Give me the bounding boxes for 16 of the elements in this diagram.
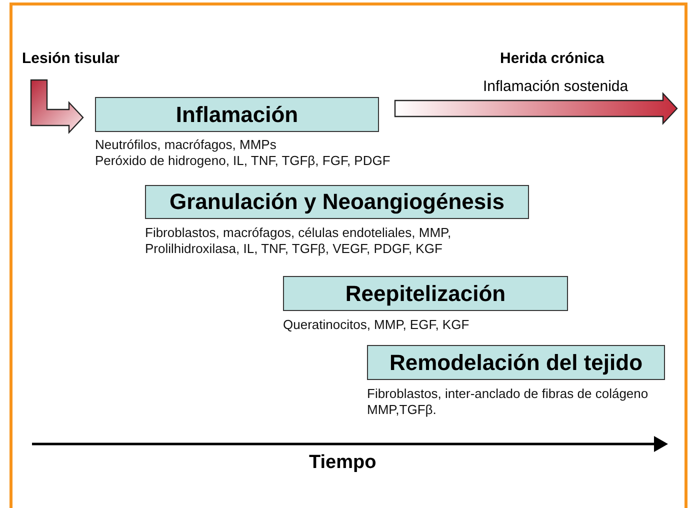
mediator-list: Peróxido de hidrogeno, IL, TNF, TGFβ, FGF, PDGF (95, 153, 390, 169)
mediator-list: Queratinocitos, MMP, EGF, KGF (283, 317, 470, 333)
axis-label: Tiempo (309, 452, 376, 474)
mediator-list: Neutrófilos, macrófagos, MMPs (95, 137, 390, 153)
mediator-list: Fibroblastos, inter-anclado de fibras de colágeno MMP,TGFβ. (367, 386, 667, 418)
stage-label: Herida crónica (500, 50, 604, 67)
mediator-list: Fibroblastos, macrófagos, células endoteliales, MMP, (145, 225, 452, 241)
stage-label: Lesión tisular (22, 50, 140, 70)
mediator-list: Prolilhidroxilasa, IL, TNF, TGFβ, VEGF, PDGF, KGF (145, 241, 452, 257)
phase-box: Granulación y Neoangiogénesis (145, 185, 529, 219)
phase-box: Reepitelización (283, 276, 568, 311)
block-arrow (30, 79, 84, 134)
block-arrow (394, 92, 678, 126)
phase-box: Inflamación (95, 97, 379, 132)
edge-label: Inflamación sostenida (483, 78, 628, 95)
phase-box: Remodelación del tejido (367, 345, 665, 380)
